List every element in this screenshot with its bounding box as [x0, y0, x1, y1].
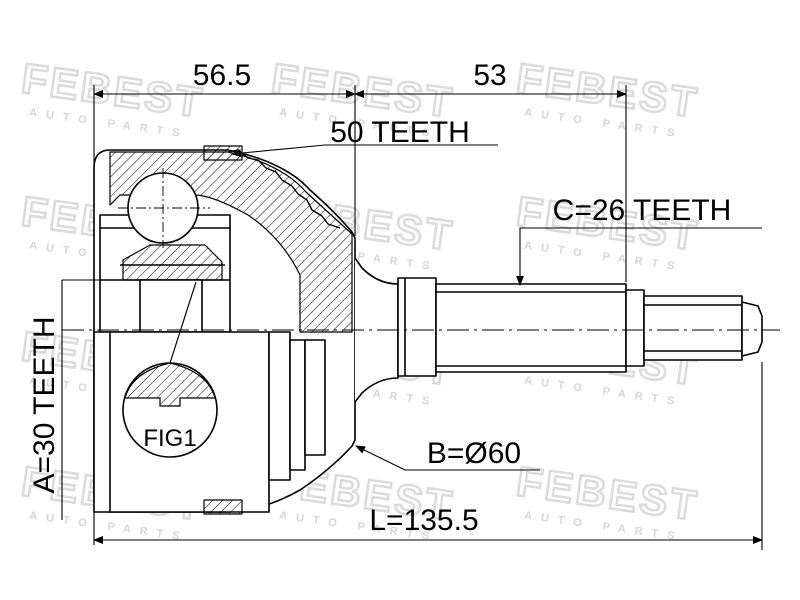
bell-teeth-label: 50 TEETH: [330, 116, 470, 149]
bell-serration: [227, 149, 341, 229]
leader-c-teeth: [516, 227, 762, 286]
shaft-collar: [397, 277, 437, 377]
dimension-lines: [61, 85, 763, 550]
threaded-end: [643, 295, 743, 361]
race-hatch: [122, 244, 223, 281]
watermark-1: FEBEST AUTO PARTS: [17, 53, 208, 141]
leader-b-diameter: [355, 445, 540, 471]
inner-teeth-label: A=30 TEETH: [28, 316, 61, 493]
watermark-12: FEBEST AUTO PARTS: [512, 456, 703, 544]
inner-cylinder: [139, 279, 203, 333]
boot-clamp-lower: [203, 499, 243, 515]
boot-folds-lower: [268, 331, 291, 481]
hatched-wall-section: [109, 151, 353, 333]
splined-shaft: [435, 283, 627, 373]
dim-53-label: 53: [473, 59, 506, 92]
shaft-tip: [741, 301, 763, 357]
shaft-groove: [625, 289, 645, 367]
fig1-label: FIG1: [143, 425, 196, 452]
watermark-3: FEBEST AUTO PARTS: [512, 53, 703, 141]
boot-folds-lower-2: [289, 339, 306, 471]
diameter-label: B=Ø60: [427, 437, 521, 470]
dim-56-5-label: 56.5: [193, 59, 251, 92]
boot-folds-lower-3: [304, 339, 326, 456]
shaft-teeth-label: C=26 TEETH: [553, 194, 732, 227]
leader-50-teeth: [231, 144, 498, 158]
total-length-label: L=135.5: [369, 504, 478, 537]
fig1-detail: FIG1: [122, 281, 218, 458]
fig1-leader: [169, 281, 197, 364]
boot-clamp-upper: [203, 145, 243, 161]
fig1-hatch: [124, 362, 216, 407]
